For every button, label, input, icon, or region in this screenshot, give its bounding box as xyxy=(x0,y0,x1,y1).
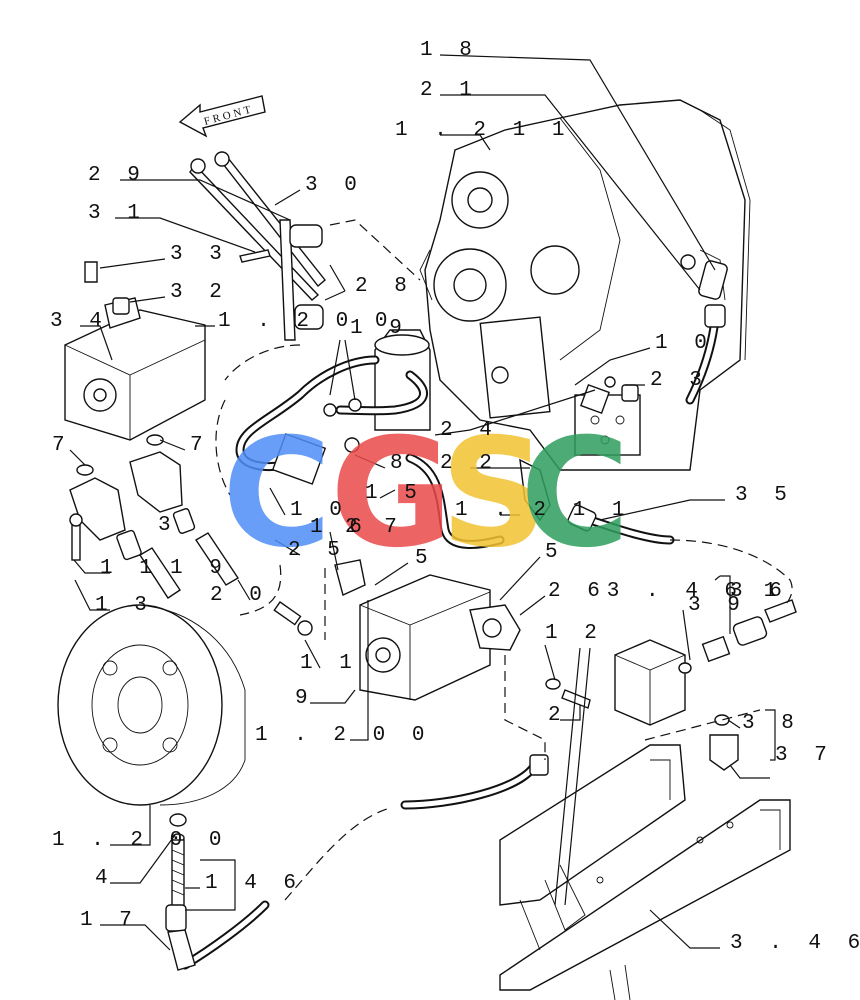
callout-c38: 3 8 xyxy=(742,712,801,735)
callout-c15: 1 5 xyxy=(365,482,424,505)
callout-c2: 2 xyxy=(548,704,568,727)
watermark-letter-s: S xyxy=(440,407,548,581)
callout-c34: 3 4 xyxy=(50,310,109,333)
callout-c19a: 1 9 xyxy=(350,317,409,340)
callout-c1200b: 1 . 2 0 0 xyxy=(255,724,431,747)
callout-c20: 2 0 xyxy=(210,584,269,607)
callout-c24: 2 4 xyxy=(440,419,499,442)
callout-c1200a: 1 . 2 0 0 xyxy=(218,310,394,333)
callout-c27: 2 7 xyxy=(345,516,404,539)
suction-hoses xyxy=(165,754,549,971)
callout-c1200c: 1 . 2 0 0 xyxy=(52,829,228,852)
callout-c10a: 1 0 xyxy=(655,332,714,355)
callout-c10b: 1 0 xyxy=(290,499,349,522)
dashed-routing-lines xyxy=(215,219,793,901)
callout-c5a: 5 xyxy=(545,541,565,564)
callout-labels: 1 8 2 1 1 . 2 1 1 2 9 3 0 3 1 3 3 2 8 3 2 3 4 1 . … xyxy=(50,39,860,955)
callout-c16: 1 6 xyxy=(310,516,369,539)
main-hydraulic-pump xyxy=(273,559,591,709)
callout-c18: 1 8 xyxy=(420,39,479,62)
flywheel-housing xyxy=(57,604,246,843)
cgsc-watermark: C G S C xyxy=(222,407,630,581)
callout-c36: 3 6 xyxy=(730,580,789,603)
flange-fittings xyxy=(69,434,239,599)
front-direction-arrow: FRONT xyxy=(178,95,266,138)
watermark-letter-c2: C xyxy=(520,407,630,581)
callout-c25: 2 5 xyxy=(288,539,347,562)
callout-c37: 3 7 xyxy=(775,744,834,767)
callout-c1211b: 1 . 2 1 1 xyxy=(455,499,631,522)
callout-c28: 2 8 xyxy=(355,275,414,298)
callout-c22: 2 2 xyxy=(440,452,499,475)
callout-c5b: 5 xyxy=(415,547,435,570)
callout-c19b: 1 9 xyxy=(170,557,229,580)
watermark-letter-c: C xyxy=(222,407,332,581)
callout-c9: 9 xyxy=(295,687,315,710)
callout-c3461: 3 . 4 6 1 xyxy=(730,932,860,955)
callout-c263461: 2 63 . 4 6 1 xyxy=(548,580,783,603)
valve-block xyxy=(580,376,797,771)
callout-c11a: 1 1 xyxy=(100,557,159,580)
callout-c21: 2 1 xyxy=(420,79,479,102)
callout-c31: 3 1 xyxy=(88,202,147,225)
control-rods xyxy=(189,151,326,341)
pressure-hoses xyxy=(405,254,728,549)
auxiliary-pump xyxy=(64,261,206,441)
callout-c29: 2 9 xyxy=(88,164,147,187)
callout-c3: 3 xyxy=(158,514,178,537)
callout-c13: 1 3 xyxy=(95,594,154,617)
callout-c12: 1 2 xyxy=(545,622,604,645)
callout-c7a: 7 xyxy=(52,434,72,457)
callout-c30: 3 0 xyxy=(305,174,364,197)
chassis-frame xyxy=(499,744,791,1000)
callout-c4: 4 xyxy=(95,867,115,890)
callout-c1211: 1 . 2 1 1 xyxy=(395,119,571,142)
filter-assembly xyxy=(235,329,431,485)
transmission-housing xyxy=(419,99,751,471)
leader-lines xyxy=(69,54,776,951)
callout-c146: 1 4 6 xyxy=(205,872,303,895)
callout-c39: 3 9 xyxy=(688,594,747,617)
callout-c11b: 1 1 xyxy=(300,652,359,675)
callout-c8: 8 xyxy=(390,452,410,475)
callout-c35: 3 5 xyxy=(735,484,794,507)
watermark-letter-g: G xyxy=(330,407,453,581)
callout-c32: 3 2 xyxy=(170,281,229,304)
callout-c17: 1 7 xyxy=(80,909,139,932)
callout-c33: 3 3 xyxy=(170,243,229,266)
callout-c23: 2 3 xyxy=(650,369,709,392)
callout-c7b: 7 xyxy=(190,434,210,457)
